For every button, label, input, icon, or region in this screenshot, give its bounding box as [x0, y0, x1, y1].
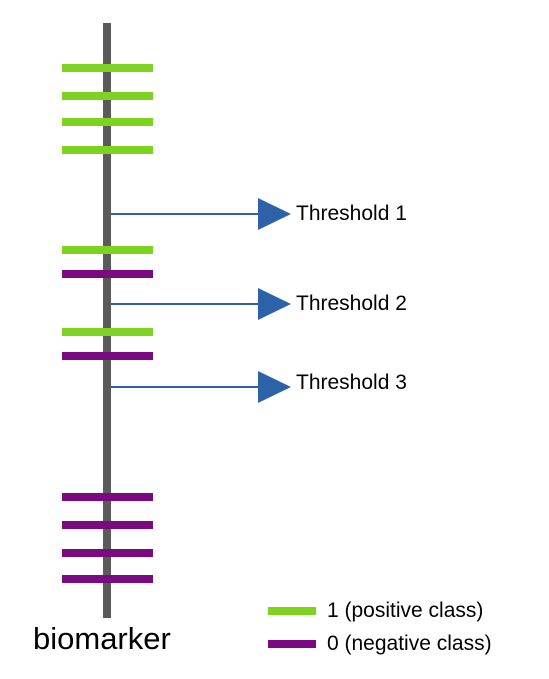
threshold-2-label: Threshold 2: [296, 292, 407, 315]
threshold-group: [111, 198, 291, 403]
threshold-3-arrowhead: [258, 371, 291, 403]
marker-group: [62, 64, 153, 583]
negative-class-marker: [62, 549, 153, 557]
positive-class-marker: [62, 64, 153, 72]
negative-class-marker: [62, 521, 153, 529]
biomarker-axis-label: biomarker: [33, 621, 171, 656]
legend-negative-swatch: [268, 640, 316, 648]
threshold-2-arrow: [111, 288, 291, 320]
positive-class-marker: [62, 92, 153, 100]
negative-class-marker: [62, 575, 153, 583]
threshold-1-arrowhead: [258, 198, 291, 230]
threshold-1-label: Threshold 1: [296, 202, 407, 225]
legend-positive-label: 1 (positive class): [327, 599, 484, 622]
positive-class-marker: [62, 118, 153, 126]
threshold-2-arrowhead: [258, 288, 291, 320]
negative-class-marker: [62, 352, 153, 360]
positive-class-marker: [62, 146, 153, 154]
negative-class-marker: [62, 270, 153, 278]
threshold-1-arrow: [111, 198, 291, 230]
threshold-3-arrow: [111, 371, 291, 403]
positive-class-marker: [62, 246, 153, 254]
legend-negative-label: 0 (negative class): [327, 632, 492, 655]
positive-class-marker: [62, 328, 153, 336]
biomarker-axis-line: [103, 23, 111, 618]
negative-class-marker: [62, 493, 153, 501]
legend-positive-swatch: [268, 607, 316, 615]
threshold-3-label: Threshold 3: [296, 371, 407, 394]
